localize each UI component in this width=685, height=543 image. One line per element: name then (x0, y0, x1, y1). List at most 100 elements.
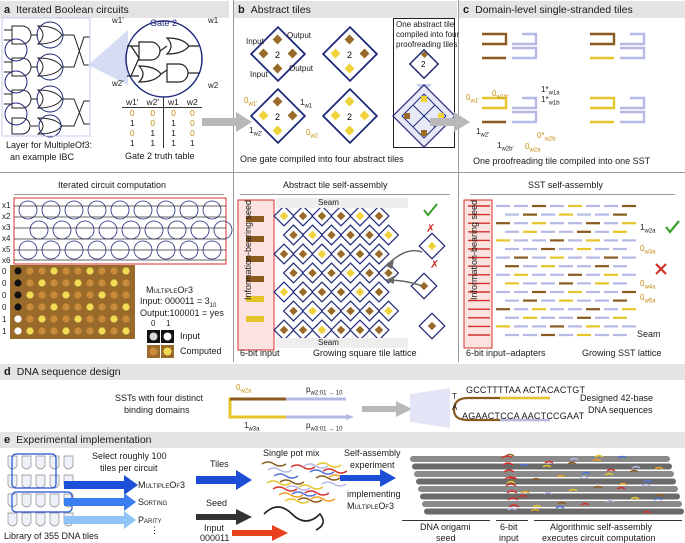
origami-render (410, 453, 684, 515)
seed-arrow (196, 509, 252, 525)
designed-1: Designed 42-base (580, 393, 654, 403)
input-line-sub: 10 (209, 302, 217, 309)
divider-ab (233, 0, 234, 362)
tt-header-w1: w1 (162, 97, 183, 108)
divider (240, 194, 450, 195)
check-icon (665, 220, 680, 234)
tt-cell: 1 (189, 138, 195, 148)
input-x1: x1 (2, 201, 11, 210)
exp-2: experiment (350, 460, 395, 470)
iter-title: Iterated circuit computation (58, 180, 167, 190)
box-text-2: compiled into four (396, 30, 460, 39)
tt-cell: 0 (150, 118, 156, 128)
origami-label-1: DNA origami (420, 522, 471, 532)
svg-text:2: 2 (347, 112, 352, 122)
svg-text:✗: ✗ (426, 223, 435, 235)
bit: 1 (2, 327, 7, 336)
seam-top-b: Seam (318, 198, 339, 207)
check-red-x-b: ✗ ✗ (423, 203, 439, 271)
panel-e-header: e Experimental implementation (0, 432, 685, 448)
panel-c-lattice-label: Growing SST lattice (582, 348, 662, 358)
tt-cell: 0 (189, 118, 195, 128)
circuit-arrows (64, 475, 138, 529)
output-line: Output:100001 = yes (140, 308, 224, 318)
tiles-arrow (196, 470, 252, 490)
legend-input-swatch (147, 330, 174, 343)
input-arrow (232, 525, 288, 541)
c-r0w3a: 0w3a (640, 244, 656, 256)
layer-caption-1: Layer for MultipleOf3: (6, 140, 93, 150)
tile-input-bottom: Input (250, 70, 268, 79)
d-pw2: pw2:01 → 10 (306, 385, 343, 397)
alg-label-2: executes circuit computation (542, 533, 656, 543)
tt-cell: 1 (150, 128, 156, 138)
tt-header-w2p: w2' (142, 97, 164, 108)
svg-text:2: 2 (421, 60, 426, 69)
w1-prime-label: w1' (112, 16, 124, 25)
gate-2-label: Gate 2 (150, 18, 178, 28)
zoom-wedge (88, 30, 128, 85)
alg-label-1: Algorithmic self-assembly (550, 522, 653, 532)
panel-letter: b (238, 3, 245, 16)
c-r1w2a: 1w2a (640, 223, 656, 235)
tt-cell: 0 (162, 107, 183, 118)
divider-b-mid (234, 172, 458, 173)
svg-text:✗: ✗ (430, 259, 439, 271)
box-text-1: One abstract tile (396, 20, 455, 29)
layer-caption-2: an example IBC (10, 152, 75, 162)
sst-domain-drawing (228, 397, 354, 420)
panel-c-caption: One proofreading tile compiled into one … (473, 156, 651, 166)
d-pw3: pw3:01 → 10 (306, 421, 343, 433)
seq-top: GCCTTTTAA ACTACACTGT (466, 385, 586, 395)
gate-2-circle (125, 20, 203, 98)
legend-computed-swatch (147, 345, 174, 358)
input-x2: x2 (2, 212, 11, 221)
tt-cell: 0 (129, 128, 135, 138)
tt-cell: 1 (162, 128, 183, 138)
panel-letter: a (4, 3, 11, 16)
panel-letter: e (4, 434, 11, 446)
label-ow2: 0w2 (306, 128, 319, 140)
panel-title: Experimental implementation (16, 434, 152, 446)
panel-b-lattice-label: Growing square tile lattice (313, 348, 417, 358)
proofreading-drawing: 2 (392, 48, 456, 148)
tt-cell: 1 (162, 118, 183, 128)
tt-cell: 0 (150, 108, 156, 118)
input-bracket (496, 520, 528, 521)
panel-title: Abstract tiles (250, 3, 311, 16)
divider (470, 194, 675, 195)
tile-input-top: Input (246, 37, 264, 46)
input-x6: x6 (2, 256, 11, 265)
panel-b-assembly-title: Abstract tile self-assembly (283, 180, 388, 190)
exp-1: Self-assembly (344, 448, 401, 458)
c-ow2a: 0w2a (525, 142, 541, 154)
c-ow2b: 0*w2b (537, 131, 556, 143)
bit-label-1: 6-bit (500, 522, 518, 532)
input-x5: x5 (2, 245, 11, 254)
library-caption: Library of 355 DNA tiles (4, 531, 99, 541)
tt-cell: 1 (162, 138, 183, 148)
legend-computed-label: Computed (180, 346, 222, 356)
panel-c-header: c Domain-level single-stranded tiles (459, 1, 685, 18)
seq-bottom: AGAACTCCA AACTCCGAAT (462, 411, 585, 421)
input-line-text: Input: 000011 = 3 (140, 296, 210, 306)
panel-letter: c (463, 3, 470, 16)
bit-label-2: input (499, 533, 519, 543)
panel-a: a Iterated Boolean circuits (0, 0, 233, 282)
d-1w3a: 1w3a (244, 421, 260, 433)
exp-3: implementing (347, 489, 401, 499)
w2-label: w2 (208, 81, 219, 90)
panel-b-seed-label: Information-bearing seed (243, 199, 253, 300)
c-1w1a: 1*w1a (541, 85, 560, 97)
tile-output-top: Output (287, 31, 312, 40)
arrow-a-to-b (202, 112, 252, 132)
panel-c-assembly-title: SST self-assembly (528, 180, 603, 190)
c-ow1b: 0w1b' (492, 89, 509, 101)
legend-input-label: Input (180, 331, 201, 341)
box-text-3: proofreading tiles (396, 40, 458, 49)
panel-b-caption: One gate compiled into four abstract til… (240, 154, 404, 164)
arrow-d (362, 401, 412, 417)
panel-title: Domain-level single-stranded tiles (475, 3, 633, 16)
seam-c: Seam (637, 329, 661, 339)
circuit-dots: ⋮ (150, 525, 159, 535)
